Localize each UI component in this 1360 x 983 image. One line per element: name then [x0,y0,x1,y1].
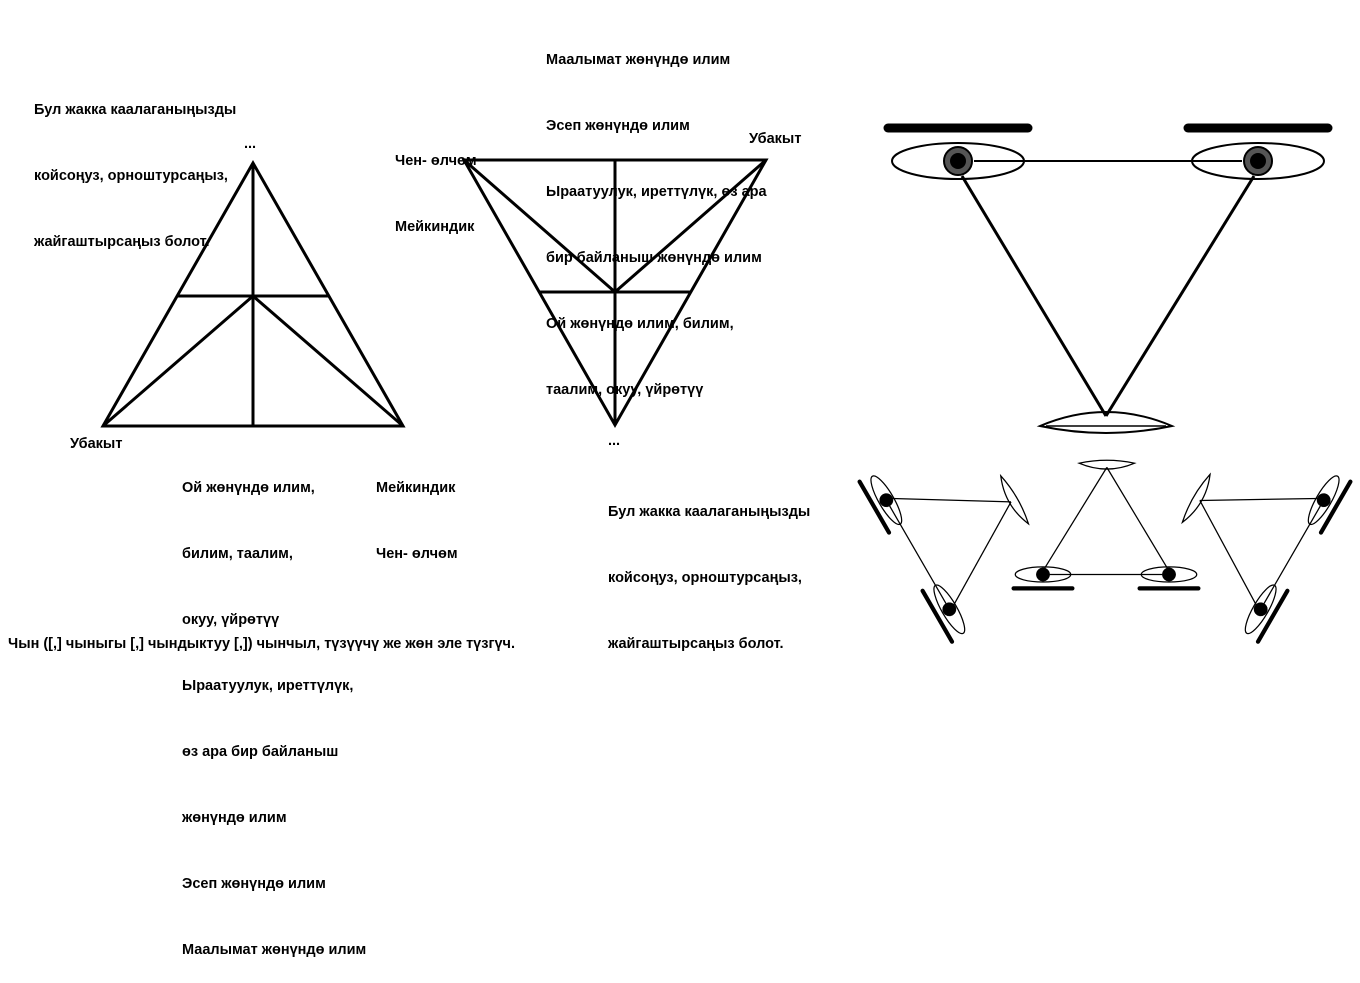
inverted-triangle-diag-left [463,158,616,294]
pupil-left-core [950,153,966,169]
ray-left [960,175,1108,417]
inverted-bottom-note: Бул жакка каалаганыңызды койсоңуз, орнош… [608,504,811,652]
upright-bottom-middle-label: Ой жөнүндө илим, билим, таалим, окуу, үй… [182,480,367,958]
inverted-bottom-label: ... [608,433,621,449]
inverted-triangle-diagram [461,158,769,429]
inverted-top-middle-label: Маалымат жөнүндө илим Эсеп жөнүндө илим … [546,52,767,398]
upright-triangle-diag-left [102,294,254,428]
lens-icon [1036,411,1176,434]
optics-diagram-small-middle [1011,459,1201,591]
optics-diagram-small-left [857,473,1030,644]
upright-apex-label: ... [244,136,257,152]
diagram-canvas [100,123,1353,644]
upright-triangle-diagram [100,159,406,428]
upright-triangle-diag-right [252,294,404,428]
upright-bottom-left-label: Убакыт [70,436,123,452]
upright-bottom-right-label: Мейкиндик Чен- өлчөм [376,480,458,562]
pupil-right-core [1250,153,1266,169]
ray-right [1104,175,1256,417]
optics-diagram-large [883,123,1333,434]
inverted-top-left-label: Чен- өлчөм Мейкиндик [395,153,477,235]
inverted-top-right-label: Убакыт [749,131,802,147]
inverted-triangle-diag-right [614,158,767,294]
upright-top-note: Бул жакка каалаганыңызды койсоңуз, орнош… [34,102,237,250]
footer-caption: Чын ([,] чыныгы [,] чындыктуу [,]) чынчы… [8,636,516,652]
optics-diagram-small-right [1181,472,1353,644]
